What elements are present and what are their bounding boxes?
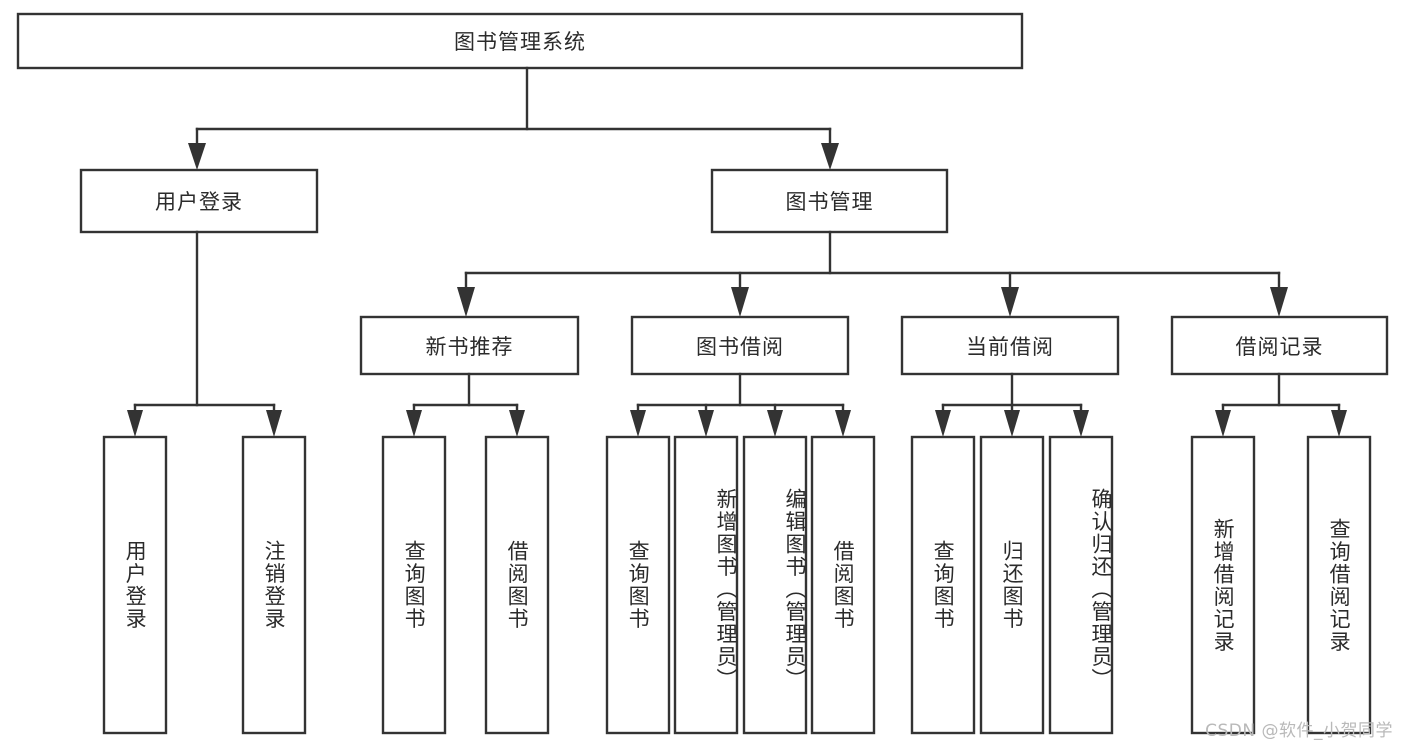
leaf-query-book-3-box[interactable] <box>910 435 976 735</box>
leaf-logout-login-box[interactable] <box>241 435 307 735</box>
arrow-head-current-borrow <box>1001 287 1019 317</box>
leaf-borrow-book-1-box[interactable] <box>484 435 550 735</box>
arrow-head-book-borrow <box>731 287 749 317</box>
arrow-head-new-book-recommend <box>457 287 475 317</box>
arrow-head-leaf-query-book-3 <box>935 410 951 437</box>
arrow-head-leaf-confirm-return <box>1073 410 1089 437</box>
arrow-head-leaf-edit-book <box>767 410 783 437</box>
leaf-query-book-1-box[interactable] <box>381 435 447 735</box>
arrow-head-leaf-add-record <box>1215 410 1231 437</box>
node-root-box[interactable] <box>16 12 1024 70</box>
leaf-user-login-box[interactable] <box>102 435 168 735</box>
arrow-head-leaf-query-record <box>1331 410 1347 437</box>
arrow-head-leaf-return-book <box>1004 410 1020 437</box>
arrow-head-leaf-user-login <box>127 410 143 437</box>
leaf-query-record-box[interactable] <box>1306 435 1372 735</box>
node-book-management-box[interactable] <box>710 168 949 234</box>
node-current-borrow-box[interactable] <box>900 315 1120 376</box>
arrow-head-user-login <box>188 143 206 170</box>
arrow-head-leaf-query-book-1 <box>406 410 422 437</box>
arrow-head-leaf-query-book-2 <box>630 410 646 437</box>
arrow-head-leaf-logout-login <box>266 410 282 437</box>
csdn-watermark: CSDN @软件_小贺同学 <box>1205 721 1393 741</box>
leaf-query-book-2-box[interactable] <box>605 435 671 735</box>
node-new-book-recommend-box[interactable] <box>359 315 580 376</box>
node-borrow-record-box[interactable] <box>1170 315 1389 376</box>
leaf-borrow-book-2-box[interactable] <box>810 435 876 735</box>
leaf-add-record-box[interactable] <box>1190 435 1256 735</box>
node-book-borrow-box[interactable] <box>630 315 850 376</box>
leaf-add-book-box[interactable] <box>673 435 739 735</box>
leaf-edit-book-box[interactable] <box>742 435 808 735</box>
node-user-login-box[interactable] <box>79 168 319 234</box>
arrow-head-borrow-record <box>1270 287 1288 317</box>
leaf-return-book-box[interactable] <box>979 435 1045 735</box>
arrow-head-leaf-add-book <box>698 410 714 437</box>
arrow-head-leaf-borrow-book-1 <box>509 410 525 437</box>
arrow-head-leaf-borrow-book-2 <box>835 410 851 437</box>
arrow-head-book-management <box>821 143 839 170</box>
leaf-confirm-return-box[interactable] <box>1048 435 1114 735</box>
